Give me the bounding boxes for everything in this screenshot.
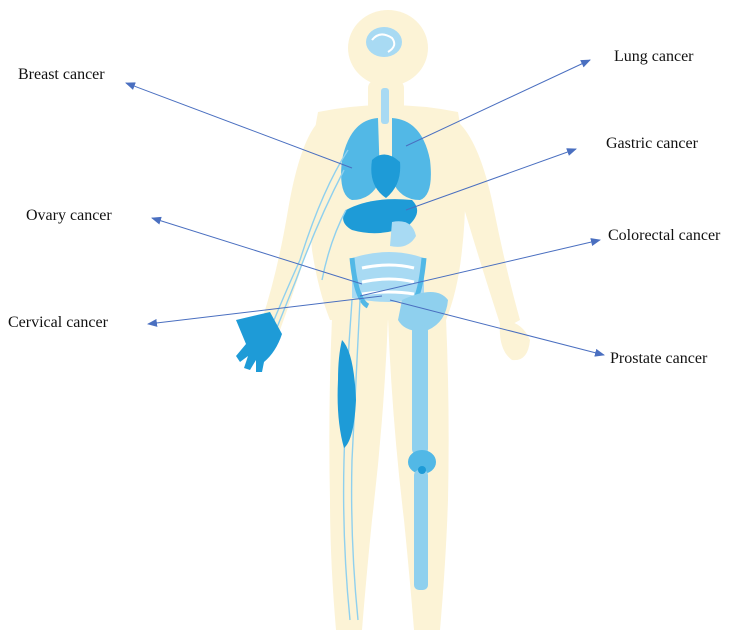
label-lung-cancer: Lung cancer	[614, 48, 694, 66]
right-hand	[500, 321, 530, 360]
arrow-lung	[406, 60, 590, 146]
label-gastric-cancer: Gastric cancer	[606, 135, 698, 153]
brain-icon	[366, 27, 402, 57]
body-silhouette	[262, 10, 530, 630]
label-cervical-cancer: Cervical cancer	[8, 314, 108, 332]
label-colorectal-cancer: Colorectal cancer	[608, 227, 720, 245]
trachea-icon	[381, 88, 389, 124]
label-breast-cancer: Breast cancer	[18, 66, 105, 84]
left-leg	[329, 318, 388, 630]
knee-dot	[418, 466, 426, 474]
label-ovary-cancer: Ovary cancer	[26, 207, 112, 225]
label-prostate-cancer: Prostate cancer	[610, 350, 707, 368]
